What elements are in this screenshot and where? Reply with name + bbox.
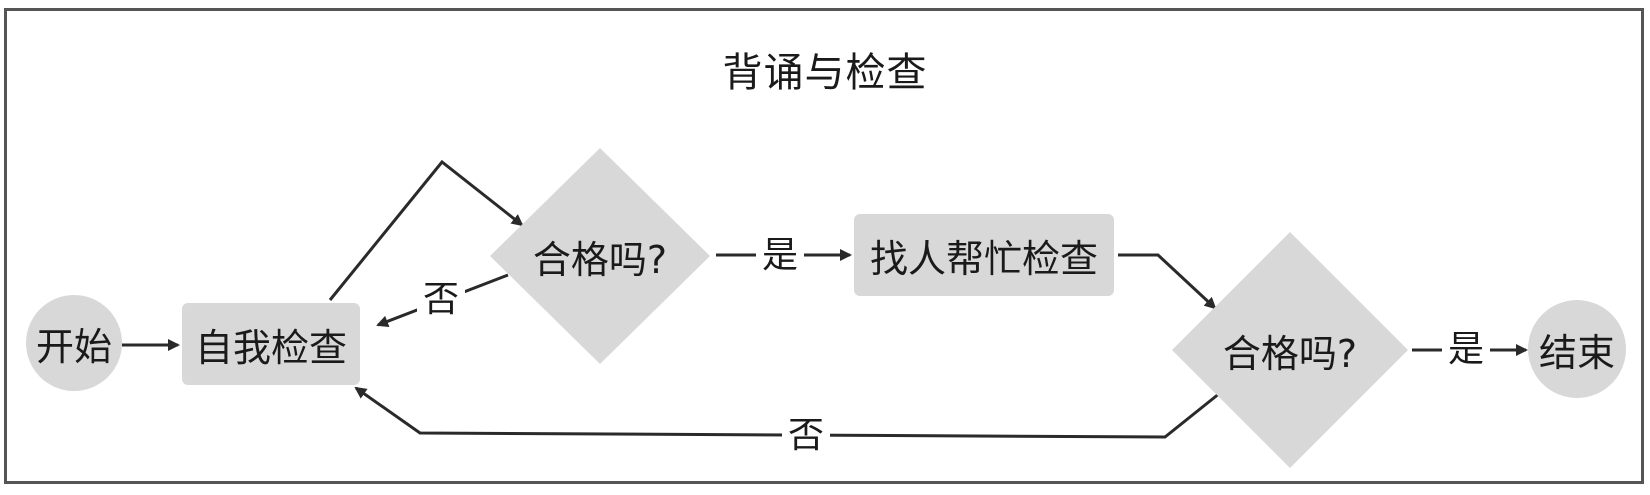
end-label: 结束 (1538, 330, 1615, 375)
self-check-node: 自我检查 (182, 303, 360, 385)
edge-ask-help-to-decision-2 (1118, 253, 1217, 310)
decision-2-node: 合格吗? (1172, 232, 1408, 468)
edge-label-yes-1: 是 (756, 238, 805, 274)
edge-label-no-2: 否 (782, 418, 831, 454)
ask-help-label: 找人帮忙检查 (869, 236, 1098, 281)
self-check-label: 自我检查 (194, 325, 347, 370)
edge-label-yes-2: 是 (1442, 332, 1491, 368)
edge-label-no-1: 否 (417, 282, 466, 318)
start-label: 开始 (35, 324, 112, 369)
decision-1-node: 合格吗? (490, 148, 710, 364)
end-node: 结束 (1528, 300, 1626, 398)
edge-self-check-to-decision-1 (328, 159, 524, 301)
decision-1-label: 合格吗? (532, 237, 668, 282)
diagram-frame (4, 8, 1644, 484)
decision-2-label: 合格吗? (1222, 331, 1358, 376)
start-node: 开始 (26, 295, 122, 391)
diagram-title: 背诵与检查 (722, 50, 928, 96)
ask-help-node: 找人帮忙检查 (854, 214, 1114, 296)
